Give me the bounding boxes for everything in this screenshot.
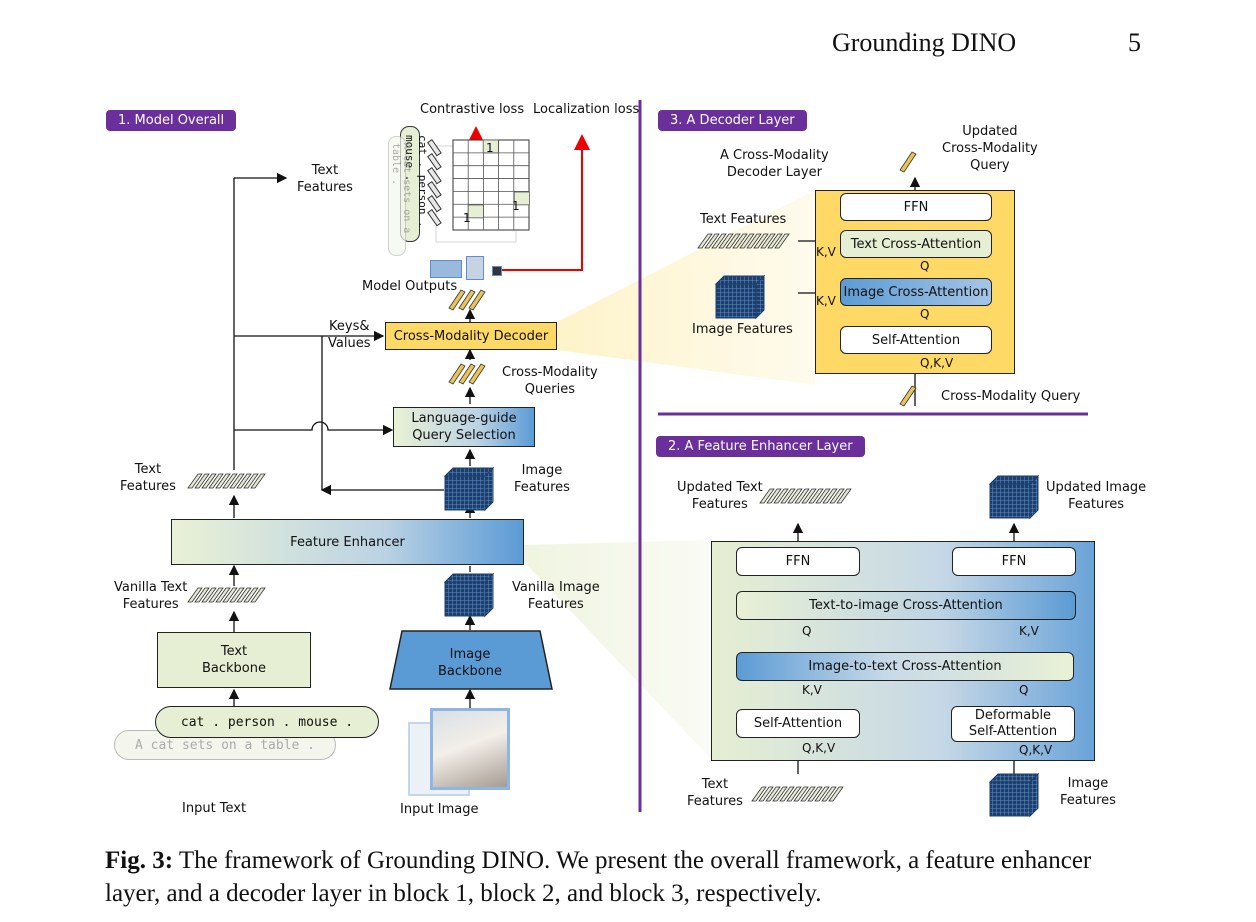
figure-caption: Fig. 3: The framework of Grounding DINO.…	[105, 844, 1150, 910]
cross-modality-decoder-box: Cross-Modality Decoder	[385, 322, 557, 350]
matrix-positive-cell-2	[513, 191, 530, 206]
localization-loss-label: Localization loss	[533, 102, 640, 117]
language-guide-query-selection-box: Language-guide Query Selection	[393, 407, 535, 447]
page-number: 5	[1128, 28, 1141, 57]
enhancer-qkv-left: Q,K,V	[802, 741, 836, 755]
updated-query-bar	[899, 151, 917, 173]
block3-tag: 3. A Decoder Layer	[658, 110, 807, 131]
enhancer-text-features-label: Text Features	[687, 777, 743, 809]
input-image-label: Input Image	[400, 802, 479, 817]
image-cross-attention-box: Image Cross-Attention	[840, 278, 992, 306]
vanilla-text-tokens	[187, 587, 266, 603]
contrastive-matrix-grid	[453, 139, 530, 230]
enhancer-zoom-funnel	[524, 540, 712, 760]
output-image-crop-3	[492, 266, 502, 276]
enhancer-image-cube	[988, 772, 1040, 818]
feature-enhancer-box: Feature Enhancer	[171, 519, 524, 565]
updated-text-features-label: Updated Text Features	[677, 480, 763, 512]
cross-modality-query-bars	[448, 363, 486, 385]
decoder-text-features-label: Text Features	[700, 212, 787, 227]
vanilla-text-label: Vanilla Text Features	[114, 580, 188, 612]
input-image-cat	[430, 708, 510, 790]
deformable-self-attention-box: Deformable Self-Attention	[951, 706, 1075, 742]
matrix-one-3: 1	[463, 211, 471, 225]
running-title: Grounding DINO	[832, 28, 1017, 57]
image-backbone-shape	[389, 630, 553, 690]
enhancer-image-features-label: Image Features	[1060, 776, 1116, 808]
vanilla-image-label: Vanilla Image Features	[512, 580, 600, 612]
decoder-input-query-bar	[899, 385, 917, 407]
decoder-kv-label-2: K,V	[816, 294, 836, 308]
image-to-text-cross-attention-box: Image-to-text Cross-Attention	[736, 652, 1074, 681]
enhancer-text-tokens	[751, 786, 844, 802]
decoder-layer-title: A Cross-Modality Decoder Layer	[720, 148, 829, 180]
updated-query-label: Updated Cross-Modality Query	[942, 124, 1038, 173]
block1-tag: 1. Model Overall	[106, 110, 237, 131]
decoder-ffn-box: FFN	[840, 193, 992, 221]
text-to-image-cross-attention-box: Text-to-image Cross-Attention	[736, 591, 1076, 620]
text-cross-attention-box: Text Cross-Attention	[840, 230, 992, 258]
decoder-qkv-label: Q,K,V	[920, 356, 954, 370]
updated-text-tokens	[759, 488, 852, 504]
text-features-mid-label: Text Features	[120, 462, 176, 494]
decoder-kv-label-1: K,V	[816, 245, 836, 259]
contrastive-loss-label: Contrastive loss	[420, 102, 525, 117]
enhancer-q-right: Q	[1019, 683, 1029, 697]
matrix-one-2: 1	[512, 199, 520, 213]
vertical-text-faded: A cat sets on a table .	[390, 143, 412, 234]
image-features-mid-label: Image Features	[514, 463, 570, 495]
matrix-positive-cell-1	[482, 139, 499, 154]
caption-label: Fig. 3:	[105, 847, 174, 874]
output-image-crop-2	[466, 256, 484, 280]
enhancer-self-attention-box: Self-Attention	[736, 709, 860, 738]
enhancer-kv-left: K,V	[802, 683, 822, 697]
cross-modality-query-label: Cross-Modality Query	[941, 389, 1081, 404]
keys-values-label: Keys& Values	[328, 319, 371, 351]
vertical-text-tokens: cat . person . mouse .	[403, 135, 429, 228]
text-features-top-label: Text Features	[297, 163, 353, 195]
vanilla-image-cube	[443, 572, 495, 618]
vertical-text-pill-faded: A cat sets on a table .	[388, 136, 412, 256]
image-backbone-label: Image Backbone	[437, 647, 502, 679]
image-features-cube-mid	[443, 466, 495, 512]
enhancer-kv-right: K,V	[1019, 624, 1039, 638]
enhancer-ffn-left: FFN	[736, 547, 860, 576]
decoder-image-cube	[714, 274, 766, 320]
cross-modality-queries-label: Cross-Modality Queries	[502, 365, 598, 397]
updated-image-cube	[988, 474, 1040, 520]
decoder-text-tokens	[697, 233, 790, 249]
block2-tag: 2. A Feature Enhancer Layer	[656, 436, 865, 457]
input-text-label: Input Text	[182, 801, 247, 816]
model-outputs-label: Model Outputs	[362, 279, 458, 294]
enhancer-ffn-right: FFN	[952, 547, 1076, 576]
updated-image-features-label: Updated Image Features	[1046, 480, 1147, 512]
text-backbone-box: Text Backbone	[157, 632, 311, 688]
decoder-self-attention-box: Self-Attention	[840, 326, 992, 354]
enhancer-q-left: Q	[802, 624, 812, 638]
enhancer-qkv-right: Q,K,V	[1019, 743, 1053, 757]
input-text-pill: cat . person . mouse .	[155, 706, 379, 738]
contrastive-matrix	[435, 139, 530, 243]
matrix-one-1: 1	[486, 141, 494, 155]
decoder-image-features-label: Image Features	[692, 322, 793, 337]
text-feature-tokens-mid	[187, 473, 266, 489]
decoder-q-label-2: Q	[920, 307, 930, 321]
output-image-crop-1	[430, 260, 462, 278]
caption-text: The framework of Grounding DINO. We pres…	[105, 847, 1092, 907]
model-output-bars	[448, 289, 486, 311]
decoder-q-label-1: Q	[920, 259, 930, 273]
matrix-positive-cell-3	[467, 204, 484, 219]
